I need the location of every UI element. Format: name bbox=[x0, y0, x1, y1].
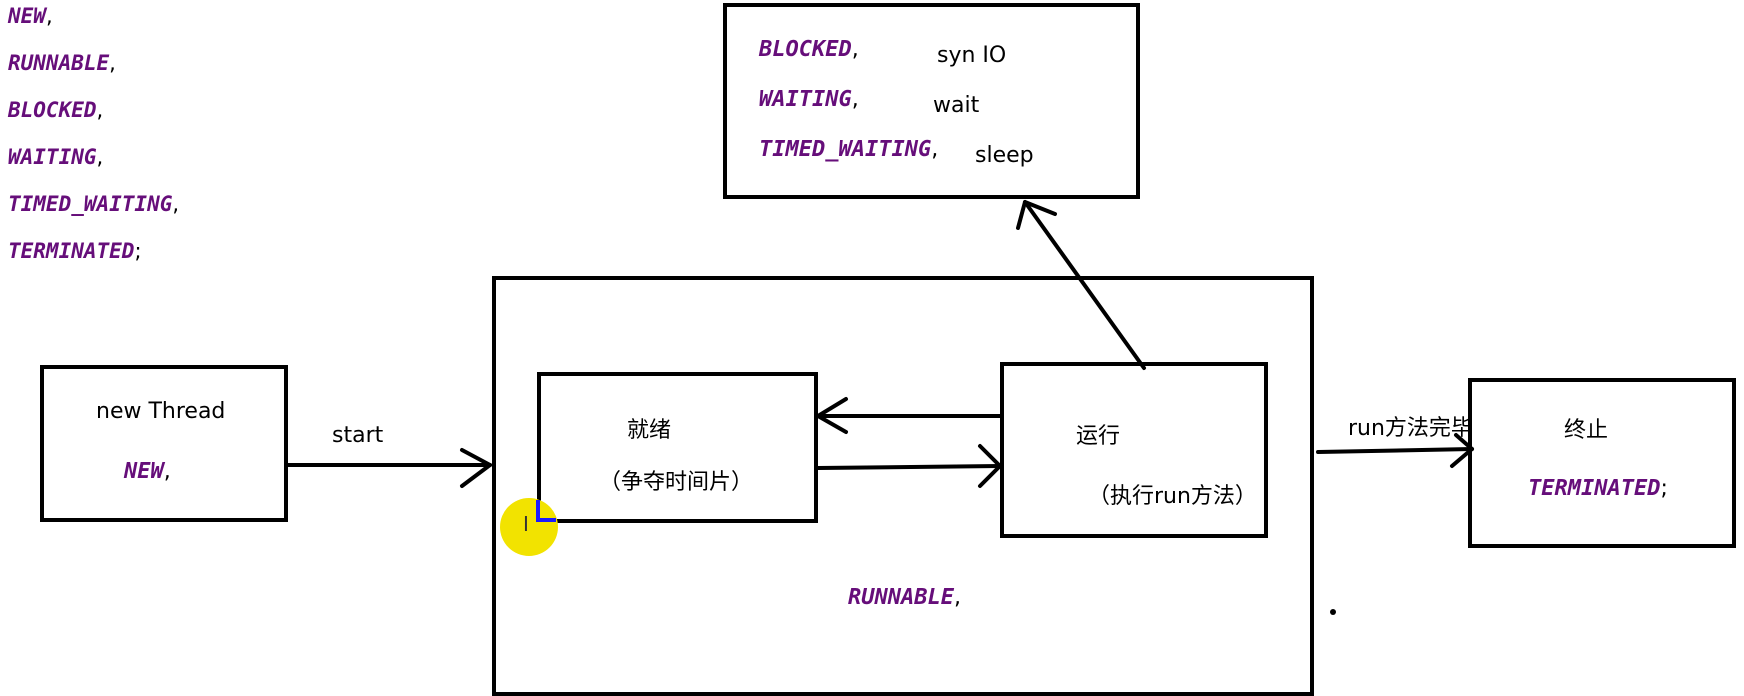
block-arrow bbox=[1016, 200, 1146, 370]
text-caret bbox=[536, 500, 556, 522]
new-state-label: NEW, bbox=[124, 459, 171, 484]
legend-state: BLOCKED bbox=[8, 98, 97, 122]
dispatch-arrow bbox=[816, 444, 1002, 488]
new-state: NEW bbox=[124, 459, 164, 484]
new-punct: , bbox=[163, 459, 171, 484]
legend-punct: , bbox=[96, 145, 104, 169]
legend-item-runnable: RUNNABLE, bbox=[8, 51, 116, 75]
blocked-row: BLOCKED, bbox=[759, 37, 859, 62]
new-thread-box: new Thread NEW, bbox=[40, 365, 288, 522]
legend-state: WAITING bbox=[8, 145, 97, 169]
blocked-note: syn IO bbox=[937, 43, 1007, 68]
legend-item-blocked: BLOCKED, bbox=[8, 98, 103, 122]
start-arrow bbox=[286, 448, 492, 488]
legend-state: NEW bbox=[8, 4, 46, 28]
start-label: start bbox=[332, 423, 384, 448]
legend-state: TERMINATED bbox=[8, 239, 135, 263]
run-done-label: run方法完毕 bbox=[1348, 416, 1473, 441]
waiting-state: WAITING bbox=[759, 87, 852, 112]
timed-waiting-note: sleep bbox=[975, 143, 1034, 168]
waiting-punct: , bbox=[851, 87, 859, 112]
runnable-punct: , bbox=[953, 585, 961, 610]
cursor-highlight bbox=[500, 498, 558, 556]
legend-punct: ; bbox=[134, 239, 142, 263]
legend-punct: , bbox=[109, 51, 116, 75]
running-title: 运行 bbox=[1076, 424, 1121, 449]
legend-punct: , bbox=[172, 192, 180, 216]
blocked-punct: , bbox=[851, 37, 859, 62]
ready-title: 就绪 bbox=[627, 418, 672, 443]
legend-item-waiting: WAITING, bbox=[8, 145, 103, 169]
ready-box: 就绪 （争夺时间片） bbox=[537, 372, 818, 523]
waiting-note: wait bbox=[933, 93, 980, 118]
waiting-row: WAITING, bbox=[759, 87, 859, 112]
runnable-label: RUNNABLE, bbox=[848, 585, 961, 610]
legend-state: RUNNABLE bbox=[8, 51, 110, 75]
runnable-state: RUNNABLE bbox=[848, 585, 954, 610]
running-subtitle: （执行run方法） bbox=[1088, 484, 1257, 509]
timed-waiting-state: TIMED_WAITING bbox=[759, 137, 932, 162]
ibeam-cursor-icon: I bbox=[523, 512, 529, 536]
new-thread-label: new Thread bbox=[96, 399, 226, 424]
timed-waiting-row: TIMED_WAITING, bbox=[759, 137, 938, 162]
legend-item-terminated: TERMINATED; bbox=[8, 239, 142, 263]
legend-punct: , bbox=[45, 4, 53, 28]
legend-state: TIMED_WAITING bbox=[8, 192, 173, 216]
timed-waiting-punct: , bbox=[931, 137, 939, 162]
terminated-title: 终止 bbox=[1564, 418, 1609, 443]
legend-item-timed-waiting: TIMED_WAITING, bbox=[8, 192, 179, 216]
transition-arrows bbox=[286, 200, 1474, 615]
blocked-waiting-box: BLOCKED, syn IO WAITING, wait TIMED_WAIT… bbox=[723, 3, 1140, 199]
legend-punct: , bbox=[96, 98, 104, 122]
terminated-punct: ; bbox=[1660, 476, 1668, 501]
legend-item-new: NEW, bbox=[8, 4, 53, 28]
terminated-state-label: TERMINATED; bbox=[1528, 476, 1668, 501]
running-box: 运行 （执行run方法） bbox=[1000, 362, 1268, 538]
blocked-state: BLOCKED bbox=[759, 37, 852, 62]
yield-arrow bbox=[816, 397, 1002, 434]
terminate-arrow bbox=[1316, 433, 1474, 468]
ready-subtitle: （争夺时间片） bbox=[599, 470, 754, 495]
stray-dot bbox=[1330, 609, 1336, 615]
terminated-state: TERMINATED bbox=[1528, 476, 1661, 501]
terminated-box: 终止 TERMINATED; bbox=[1468, 378, 1736, 548]
